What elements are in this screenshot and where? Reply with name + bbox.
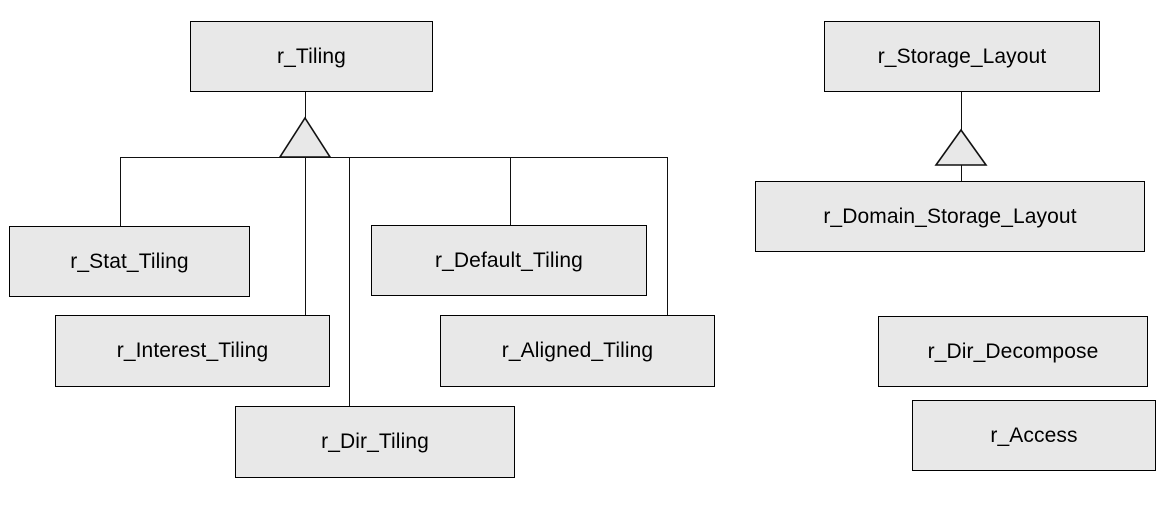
class-box-r-aligned-tiling[interactable]: r_Aligned_Tiling <box>440 315 715 387</box>
connector-to-interest-tiling <box>304 156 307 316</box>
class-box-r-stat-tiling[interactable]: r_Stat_Tiling <box>9 226 250 297</box>
class-box-r-dir-decompose[interactable]: r_Dir_Decompose <box>878 316 1148 387</box>
generalization-triangle-storage-layout <box>934 128 988 166</box>
class-box-r-storage-layout[interactable]: r_Storage_Layout <box>824 21 1100 92</box>
class-box-r-access[interactable]: r_Access <box>912 400 1156 471</box>
connector-to-default-tiling <box>509 156 512 226</box>
connector-to-aligned-tiling <box>666 156 669 316</box>
generalization-stem-tiling <box>304 92 307 119</box>
connector-to-stat-tiling <box>119 156 122 227</box>
class-box-r-default-tiling[interactable]: r_Default_Tiling <box>371 225 647 296</box>
class-box-r-interest-tiling[interactable]: r_Interest_Tiling <box>55 315 330 387</box>
generalization-bar-tiling <box>120 156 668 159</box>
class-box-r-dir-tiling[interactable]: r_Dir_Tiling <box>235 406 515 478</box>
class-box-r-domain-storage-layout[interactable]: r_Domain_Storage_Layout <box>755 181 1145 252</box>
connector-to-dir-tiling <box>348 156 351 407</box>
generalization-stem-storage-layout <box>960 92 963 130</box>
generalization-triangle-tiling <box>278 116 332 158</box>
connector-to-domain-storage-layout <box>960 163 963 182</box>
class-box-r-tiling[interactable]: r_Tiling <box>190 21 433 92</box>
